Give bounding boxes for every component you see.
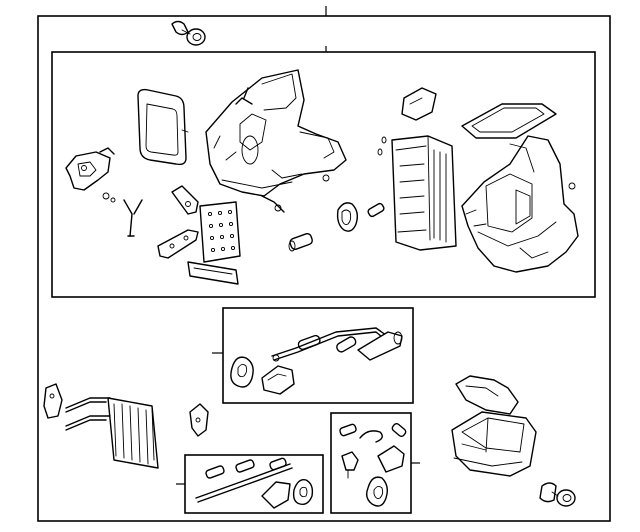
seal-frame-left	[137, 88, 189, 166]
main-assembly-box	[51, 51, 596, 298]
evaporator-core	[391, 135, 457, 251]
small-clips	[322, 136, 387, 182]
filter-tray	[187, 261, 239, 285]
heater-case-lower	[451, 375, 537, 477]
grommet-bottom	[539, 482, 576, 507]
link-bracket	[171, 185, 199, 215]
heater-core	[43, 383, 159, 469]
seal-pipe-kit-box	[222, 307, 414, 404]
grommet-top	[171, 20, 206, 46]
perforated-plate	[199, 201, 241, 263]
mid-clip	[189, 403, 209, 437]
lower-kit-contents	[195, 457, 314, 509]
oval-grommet	[336, 202, 359, 232]
y-clip	[123, 199, 143, 237]
actuator-cylinder	[288, 232, 313, 252]
lever-bracket	[157, 229, 199, 259]
top-gasket	[461, 103, 557, 139]
seal-kit-contents	[230, 327, 403, 395]
bracket-left	[65, 147, 116, 203]
heater-housing-right	[461, 135, 579, 273]
wedge-bracket	[401, 87, 437, 121]
outer-frame	[37, 15, 611, 522]
small-pin	[367, 202, 385, 218]
blower-housing	[205, 69, 347, 213]
valve-kit-contents	[339, 422, 407, 507]
